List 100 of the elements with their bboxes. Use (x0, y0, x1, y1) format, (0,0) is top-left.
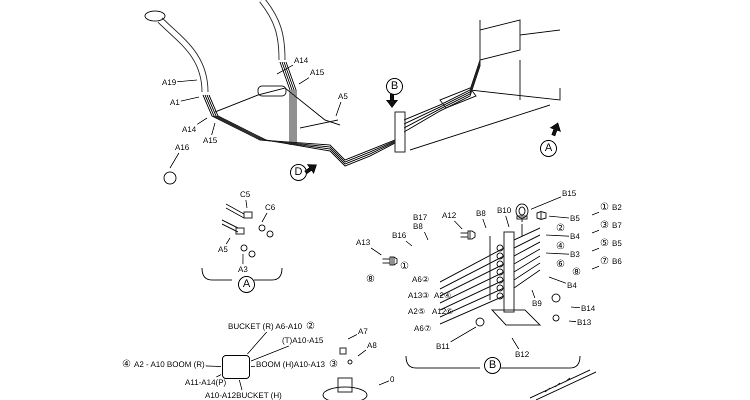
part-number-label: A15 (203, 136, 218, 145)
leader-line (530, 196, 562, 210)
leader-line (180, 96, 200, 102)
part-number-label: A14 (182, 125, 196, 134)
leader-line (205, 366, 222, 367)
part-number-label: A2 - A10 BOOM (R) (134, 360, 205, 369)
part-number-label: A12 (442, 211, 456, 220)
part-number-label: A14 (294, 56, 308, 65)
circled-letter: B (484, 357, 501, 374)
callout-number: ① (400, 262, 409, 271)
leader-line (298, 77, 310, 84)
part-number-label: B11 (436, 342, 450, 351)
part-number-label: A5 (218, 245, 228, 254)
valve-block (222, 355, 250, 379)
callout-label: A6⑦ (414, 324, 431, 333)
leader-line (276, 64, 294, 74)
circled-letter: D (290, 164, 307, 181)
part-number-label: B5 (612, 239, 622, 248)
part-number-label: B10 (497, 206, 512, 215)
part-number-label: B4 (570, 232, 580, 241)
leader-line (592, 212, 600, 216)
circled-letter: B (386, 78, 403, 95)
part-number-label: B14 (581, 304, 596, 313)
part-number-label: B7 (612, 221, 622, 230)
part-number-label: B17 (413, 213, 428, 222)
callout-number: ③ (328, 359, 338, 370)
callout-number: ③ (600, 220, 609, 231)
leader-line (548, 276, 566, 284)
callout-label: A2⑤ (408, 307, 425, 316)
leader-line (196, 118, 208, 125)
leader-line (358, 350, 366, 356)
part-number-label: B15 (562, 189, 576, 198)
part-number-label: B16 (392, 231, 406, 240)
callout-number: ④ (556, 242, 565, 251)
leader-line (532, 290, 536, 298)
leader-line (512, 338, 520, 350)
callout-number: ② (556, 224, 565, 233)
leader-line (592, 248, 600, 252)
leader-line (250, 366, 256, 367)
part-number-label: A13 (356, 238, 370, 247)
part-number-label: B8 (413, 222, 424, 231)
leader-line (568, 320, 576, 322)
part-number-label: A7 (358, 327, 368, 336)
leader-line (482, 218, 486, 228)
part-number-label: A3 (238, 265, 248, 274)
callout-number: ⑦ (600, 256, 609, 267)
part-number-label: B8 (476, 209, 486, 218)
part-number-label: B9 (532, 299, 542, 308)
part-number-label: A1 (170, 98, 180, 107)
callout-number: ② (306, 321, 316, 332)
part-number-label: B12 (515, 350, 530, 359)
callout-label: A12⑥ (432, 307, 454, 316)
leader-line (226, 238, 230, 244)
callout-label: A6② (412, 275, 429, 284)
callout-number: ⑧ (366, 275, 375, 284)
callout-label: A2④ (434, 291, 451, 300)
leader-line (370, 248, 382, 256)
leader-line (262, 212, 268, 222)
callout-label: A13③ (408, 291, 430, 300)
leader-line (242, 254, 244, 264)
part-number-label: A5 (338, 92, 348, 101)
leader-line (450, 326, 476, 342)
leader-line (454, 220, 463, 230)
part-number-label: (T)A10-A15 (282, 336, 324, 345)
part-number-label: B2 (612, 203, 622, 212)
part-number-label: BOOM (H)A10-A13 (256, 360, 325, 369)
leader-line (592, 230, 600, 234)
part-number-label: C6 (265, 203, 276, 212)
part-number-label: A10-A12BUCKET (H) (205, 391, 282, 400)
callout-number: ⑧ (572, 268, 581, 277)
part-number-label: B6 (612, 257, 622, 266)
part-number-label: A16 (175, 143, 190, 152)
circled-letter: A (238, 276, 255, 293)
callout-number: ④ (122, 359, 131, 370)
part-number-label: B13 (577, 318, 592, 327)
leader-line (250, 346, 290, 362)
leader-line (424, 232, 428, 240)
leader-line (548, 216, 570, 218)
leader-line (405, 240, 412, 246)
part-number-label: BUCKET (R) A6-A10 (228, 322, 302, 331)
leader-line (245, 200, 248, 208)
leader-line (348, 334, 358, 340)
leader-line (176, 80, 198, 82)
part-number-label: A8 (367, 341, 377, 350)
leader-line (570, 306, 580, 308)
part-number-label: B4 (567, 281, 577, 290)
part-number-label: 0 (390, 375, 394, 384)
part-number-label: A19 (162, 78, 176, 87)
part-number-label: C5 (240, 190, 250, 199)
leader-line (378, 380, 390, 386)
leader-line (546, 252, 570, 255)
part-number-label: A11-A14(P) (185, 378, 226, 387)
leader-line (216, 374, 222, 378)
part-number-label: A15 (310, 68, 324, 77)
leader-line (505, 216, 510, 228)
leader-line (336, 102, 342, 116)
circled-letter: A (540, 140, 557, 157)
part-number-label: B5 (570, 214, 580, 223)
leader-line (592, 266, 600, 270)
leader-line (170, 152, 180, 168)
